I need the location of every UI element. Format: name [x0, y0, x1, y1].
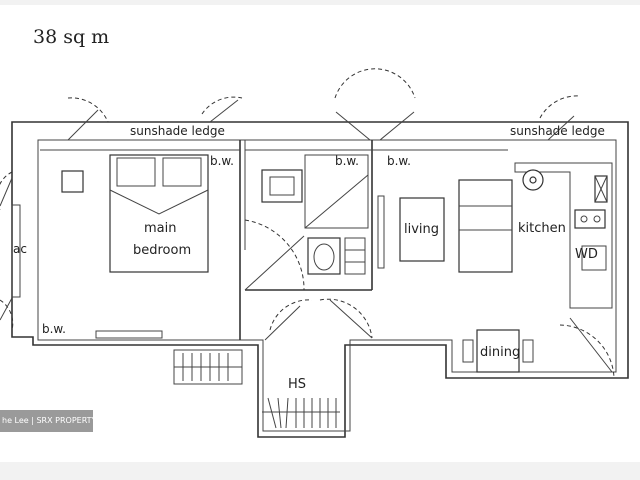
bath-cabinet	[344, 237, 366, 275]
label-living: living	[404, 222, 439, 237]
label-sunshade-ledge-right: sunshade ledge	[510, 124, 605, 138]
dining-chair-right	[522, 339, 534, 363]
sink-drain-icon	[529, 176, 537, 184]
watermark-badge: he Lee | SRX PROPERTY	[0, 410, 93, 432]
label-hs: HS	[288, 377, 306, 392]
dining-table-icon	[476, 329, 520, 373]
bedroom-shelf	[95, 330, 163, 339]
ac-unit	[11, 204, 21, 298]
toilet-icon	[307, 237, 341, 275]
kitchen-counter	[514, 162, 613, 309]
tv-console	[377, 195, 385, 269]
label-bw-bath: b.w.	[335, 154, 359, 168]
door-swings	[0, 68, 615, 379]
stove-icon	[574, 209, 606, 229]
label-main: main	[144, 221, 176, 236]
sofa-icon	[458, 179, 513, 273]
label-dining: dining	[480, 345, 520, 360]
bottom-border	[0, 462, 640, 480]
shower-screen	[304, 174, 369, 229]
pillow-right	[162, 157, 202, 187]
label-bw-bedroom-bottom: b.w.	[42, 322, 66, 336]
label-sunshade-ledge-left: sunshade ledge	[130, 124, 225, 138]
unit-area: 38 sq m	[33, 26, 110, 48]
coffee-table-icon	[399, 197, 445, 262]
label-bw-living: b.w.	[387, 154, 411, 168]
inner-wall	[37, 139, 617, 432]
bedside-table-icon	[61, 170, 84, 193]
label-bw-bedroom-top: b.w.	[210, 154, 234, 168]
label-bedroom: bedroom	[133, 243, 191, 258]
outer-wall	[11, 121, 629, 438]
bedroom-wardrobe	[173, 349, 243, 385]
washer-icon	[581, 245, 607, 271]
shower-area	[304, 154, 369, 229]
hs-shelving	[262, 397, 340, 429]
label-wd: WD	[575, 247, 598, 262]
dining-chair-left	[462, 339, 474, 363]
top-border	[0, 0, 640, 5]
pillow-left	[116, 157, 156, 187]
basin-icon	[261, 169, 303, 203]
label-kitchen: kitchen	[518, 221, 566, 236]
label-ac: ac	[13, 242, 27, 256]
